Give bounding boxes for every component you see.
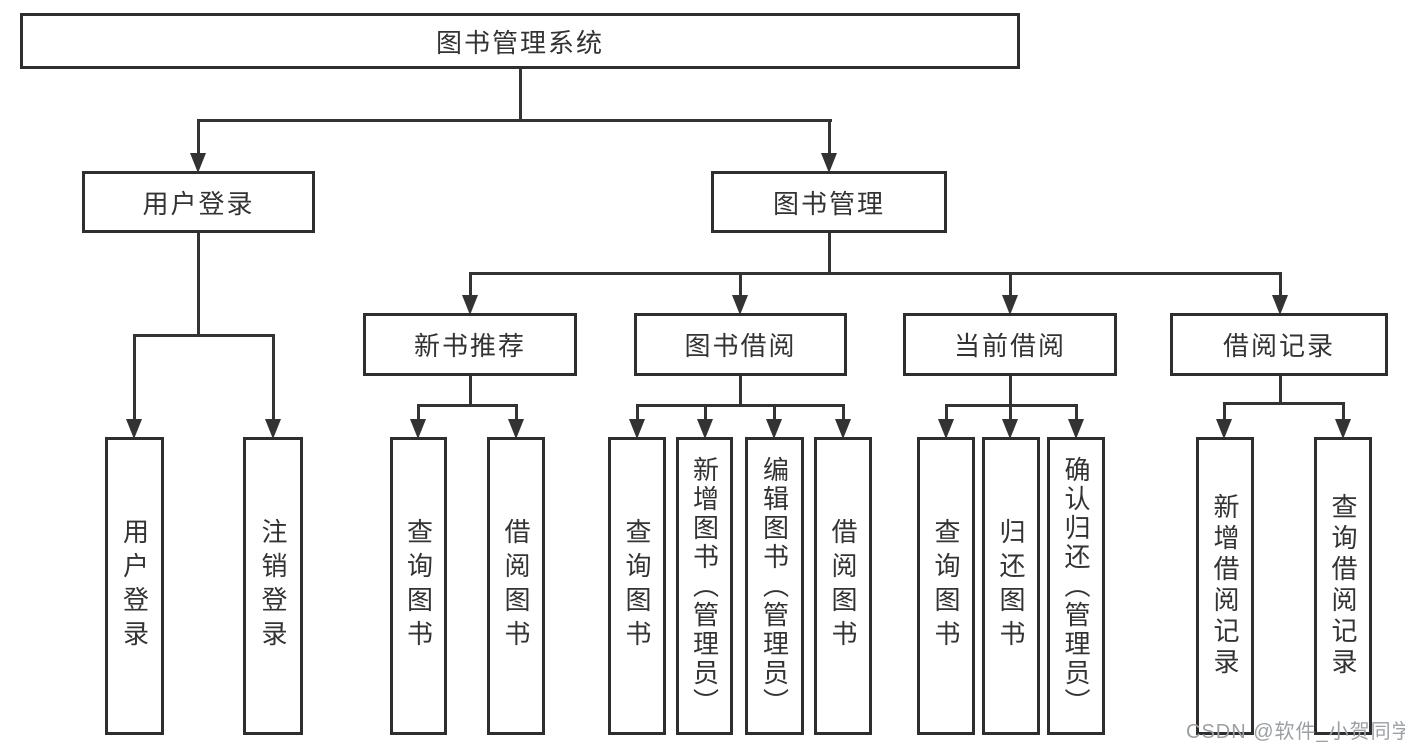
connector-arrowhead-icon <box>821 153 837 173</box>
node-current-borrow-label: 当前借阅 <box>953 331 1066 361</box>
connector-stem-line <box>196 233 200 335</box>
watermark: CSDN @软件_小贺同学 <box>1186 721 1405 743</box>
leaf-label: 查询图书 <box>622 518 652 654</box>
connector-bar-line <box>1222 401 1345 405</box>
connector-arrowhead-icon <box>1002 419 1018 439</box>
connector-drop-line <box>1278 273 1282 297</box>
connector-drop-line <box>468 273 472 297</box>
connector-arrowhead-icon <box>697 419 713 439</box>
connector-bar-line <box>132 333 275 337</box>
connector-arrowhead-icon <box>766 419 782 439</box>
connector-drop-line <box>1074 405 1078 421</box>
leaf-edit-book-admin: 编辑图书（管理员） <box>745 437 804 735</box>
connector-drop-line <box>1008 273 1012 297</box>
leaf-query-borrow-record: 查询借阅记录 <box>1314 437 1372 735</box>
connector-drop-line <box>271 335 275 421</box>
node-new-book-recommend-label: 新书推荐 <box>413 331 526 361</box>
leaf-logout: 注销登录 <box>243 437 303 735</box>
connector-stem-line <box>827 233 831 273</box>
connector-stem-line <box>518 69 522 120</box>
connector-drop-line <box>132 335 136 421</box>
connector-drop-line <box>827 120 831 155</box>
node-book-mgmt: 图书管理 <box>711 171 947 233</box>
node-current-borrow: 当前借阅 <box>903 313 1117 376</box>
connector-arrowhead-icon <box>1272 295 1288 315</box>
connector-arrowhead-icon <box>1068 419 1084 439</box>
connector-bar-line <box>635 403 845 407</box>
connector-arrowhead-icon <box>190 153 206 173</box>
leaf-user-login: 用户登录 <box>105 437 164 735</box>
leaf-borrow-book-2: 借阅图书 <box>814 437 872 735</box>
leaf-label: 新增借阅记录 <box>1210 493 1240 679</box>
leaf-add-borrow-record: 新增借阅记录 <box>1196 437 1254 735</box>
connector-arrowhead-icon <box>629 419 645 439</box>
connector-drop-line <box>944 405 948 421</box>
node-user-login: 用户登录 <box>82 171 315 233</box>
connector-drop-line <box>1008 405 1012 421</box>
connector-drop-line <box>703 405 707 421</box>
connector-stem-line <box>1008 376 1012 405</box>
connector-drop-line <box>1341 403 1345 421</box>
connector-arrowhead-icon <box>1002 295 1018 315</box>
connector-drop-line <box>196 120 200 155</box>
connector-drop-line <box>635 405 639 421</box>
connector-arrowhead-icon <box>835 419 851 439</box>
connector-arrowhead-icon <box>1216 419 1232 439</box>
leaf-label: 注销登录 <box>258 518 288 654</box>
connector-arrowhead-icon <box>1335 419 1351 439</box>
connector-arrowhead-icon <box>732 295 748 315</box>
connector-drop-line <box>738 273 742 297</box>
node-borrow-records: 借阅记录 <box>1170 313 1388 376</box>
node-book-borrow: 图书借阅 <box>634 313 847 376</box>
node-root-label: 图书管理系统 <box>435 27 604 58</box>
leaf-confirm-return-admin: 确认归还（管理员） <box>1047 437 1105 735</box>
connector-arrowhead-icon <box>126 419 142 439</box>
leaf-return-book: 归还图书 <box>982 437 1040 735</box>
leaf-label: 借阅图书 <box>501 518 531 654</box>
connector-bar-line <box>416 403 518 407</box>
connector-drop-line <box>514 405 518 421</box>
node-book-borrow-label: 图书借阅 <box>684 331 797 361</box>
node-user-login-label: 用户登录 <box>142 188 255 219</box>
connector-arrowhead-icon <box>265 419 281 439</box>
connector-arrowhead-icon <box>938 419 954 439</box>
connector-stem-line <box>468 376 472 405</box>
node-borrow-records-label: 借阅记录 <box>1222 331 1335 361</box>
leaf-query-book-3: 查询图书 <box>917 437 975 735</box>
connector-arrowhead-icon <box>410 419 426 439</box>
connector-drop-line <box>1222 403 1226 421</box>
connector-drop-line <box>772 405 776 421</box>
leaf-label: 归还图书 <box>996 518 1026 654</box>
leaf-label: 查询图书 <box>403 518 434 654</box>
leaf-label: 查询借阅记录 <box>1328 493 1358 679</box>
leaf-label: 查询图书 <box>931 518 961 654</box>
node-new-book-recommend: 新书推荐 <box>363 313 577 376</box>
leaf-label: 编辑图书（管理员） <box>759 455 790 717</box>
connector-stem-line <box>738 376 742 405</box>
node-root: 图书管理系统 <box>20 13 1020 69</box>
connector-drop-line <box>841 405 845 421</box>
leaf-borrow-book-1: 借阅图书 <box>487 437 545 735</box>
leaf-label: 新增图书（管理员） <box>689 455 720 717</box>
leaf-query-book-1: 查询图书 <box>390 437 447 735</box>
leaf-label: 借阅图书 <box>828 518 858 654</box>
connector-arrowhead-icon <box>508 419 524 439</box>
connector-bar-line <box>468 271 1282 275</box>
leaf-add-book-admin: 新增图书（管理员） <box>676 437 733 735</box>
leaf-label: 用户登录 <box>119 518 150 654</box>
node-book-mgmt-label: 图书管理 <box>772 188 885 219</box>
connector-bar-line <box>196 118 832 122</box>
leaf-label: 确认归还（管理员） <box>1061 455 1091 717</box>
connector-stem-line <box>1278 376 1282 403</box>
connector-drop-line <box>416 405 420 421</box>
leaf-query-book-2: 查询图书 <box>608 437 666 735</box>
connector-arrowhead-icon <box>462 295 478 315</box>
